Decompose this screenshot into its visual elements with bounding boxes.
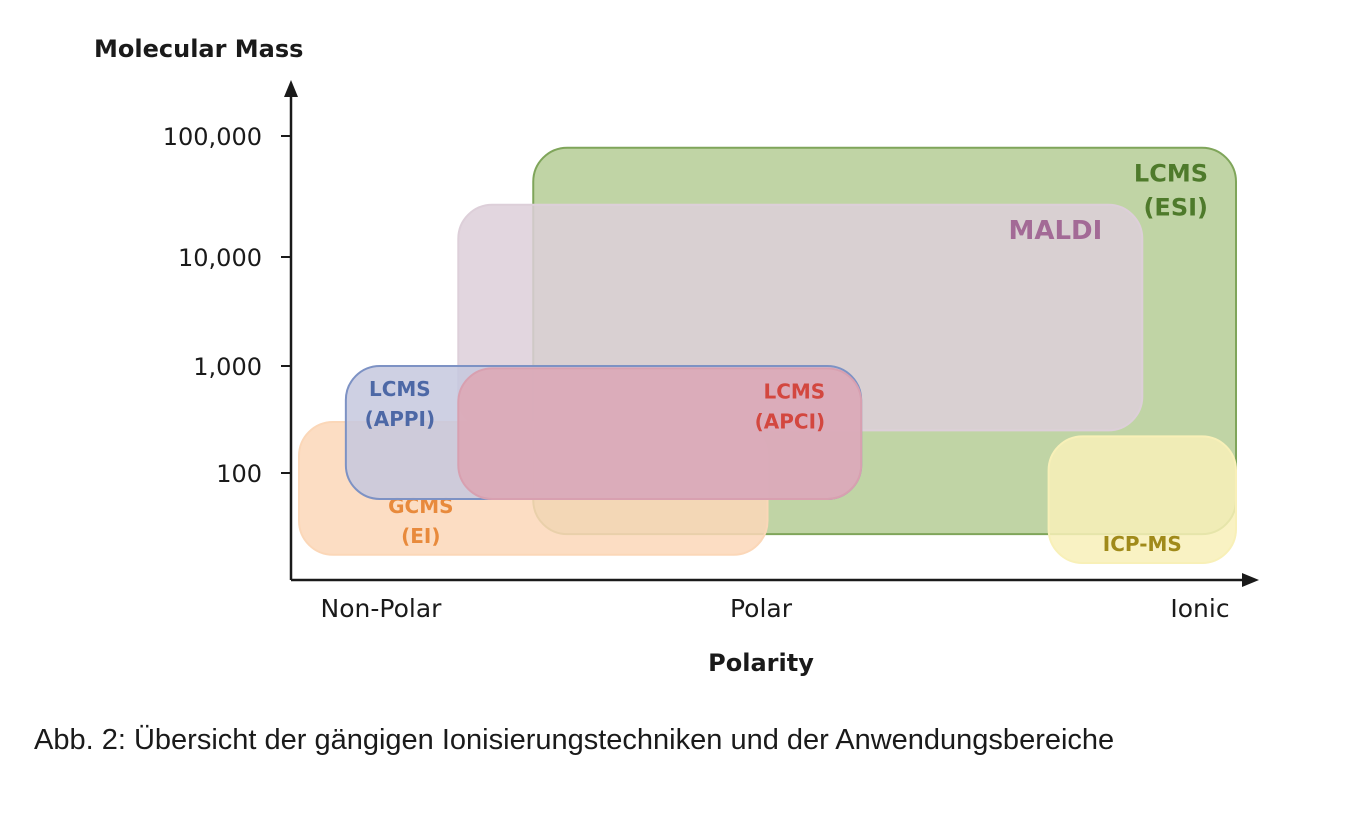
region-maldi-label: MALDI xyxy=(1008,216,1102,246)
region-lcms-esi-label: LCMS xyxy=(1134,160,1208,188)
region-lcms-apci: LCMS (APCI) xyxy=(457,367,863,500)
x-axis-title: Polarity xyxy=(708,649,814,677)
y-tick-label: 100,000 xyxy=(163,123,262,151)
region-lcms-apci-area xyxy=(457,367,863,500)
chart: LCMS(ESI)MALDIGCMS(EI)ICP-MSLCMS(APPI)LC… xyxy=(94,35,1259,677)
x-ticks-layer: Non-Polar Polar Ionic xyxy=(321,594,1230,623)
region-icp-ms-label: ICP-MS xyxy=(1103,532,1182,556)
y-axis-arrow xyxy=(284,80,298,97)
region-lcms-esi-label: (ESI) xyxy=(1143,194,1208,222)
axes-layer xyxy=(284,80,1259,587)
y-axis-title: Molecular Mass xyxy=(94,35,303,63)
y-tick-label: 1,000 xyxy=(193,353,262,381)
x-tick-label: Non-Polar xyxy=(321,594,443,623)
x-tick-label: Polar xyxy=(730,594,793,623)
region-icp-ms-area xyxy=(1047,435,1237,565)
region-icp-ms: ICP-MS xyxy=(1047,435,1237,565)
x-tick-label: Ionic xyxy=(1170,594,1229,623)
region-lcms-appi-label: (APPI) xyxy=(365,407,436,431)
region-lcms-apci-label: (APCI) xyxy=(755,409,826,433)
y-tick-label: 100 xyxy=(216,460,262,488)
x-axis-arrow xyxy=(1242,573,1259,587)
region-gcms-ei-label: (EI) xyxy=(401,524,440,548)
figure-caption: Abb. 2: Übersicht der gängigen Ionisieru… xyxy=(34,724,1115,756)
region-lcms-apci-label: LCMS xyxy=(763,379,825,403)
y-ticks-layer: 100 1,000 10,000 100,000 xyxy=(163,123,291,488)
region-lcms-appi-label: LCMS xyxy=(369,377,431,401)
regions-layer: LCMS(ESI)MALDIGCMS(EI)ICP-MSLCMS(APPI)LC… xyxy=(298,146,1237,565)
y-tick-label: 10,000 xyxy=(178,244,262,272)
